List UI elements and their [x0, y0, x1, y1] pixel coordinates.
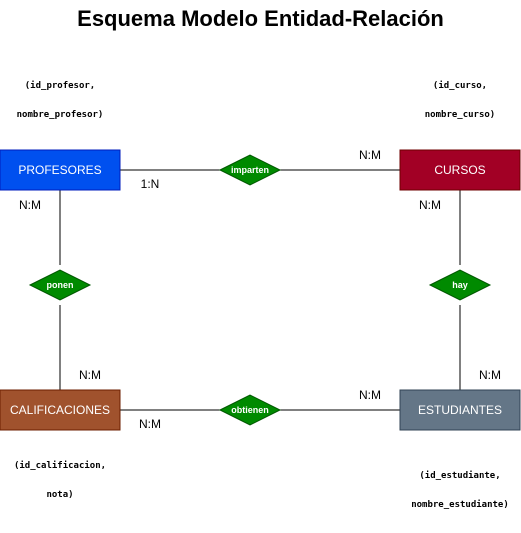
- attributes-estudiantes-line1: (id_estudiante,: [419, 470, 500, 481]
- relation-hay-label: hay: [452, 280, 468, 290]
- entity-calificaciones[interactable]: CALIFICACIONES: [0, 389, 121, 431]
- attributes-calificaciones-line1: (id_calificacion,: [14, 460, 106, 471]
- attributes-calificaciones-line2: nota): [46, 490, 73, 500]
- attributes-cursos-line2: nombre_curso): [425, 110, 495, 120]
- cardinality-hay-bottom: N:M: [479, 368, 501, 382]
- cardinality-obtienen-right: N:M: [359, 388, 381, 402]
- entity-cursos[interactable]: CURSOS: [399, 149, 521, 191]
- relation-obtienen[interactable]: obtienen: [218, 394, 282, 426]
- diagram-title: Esquema Modelo Entidad-Relación: [77, 6, 444, 31]
- cardinality-ponen-top: N:M: [19, 198, 41, 212]
- entity-calificaciones-label: CALIFICACIONES: [10, 403, 110, 417]
- cardinality-hay-top: N:M: [419, 198, 441, 212]
- relation-hay[interactable]: hay: [428, 269, 492, 301]
- entity-profesores-label: PROFESORES: [18, 163, 101, 177]
- relation-ponen-label: ponen: [47, 280, 74, 290]
- relation-obtienen-label: obtienen: [231, 405, 269, 415]
- relation-ponen[interactable]: ponen: [28, 269, 92, 301]
- attributes-profesores-line2: nombre_profesor): [17, 110, 104, 120]
- relation-imparten[interactable]: imparten: [218, 154, 282, 186]
- entity-estudiantes-label: ESTUDIANTES: [418, 403, 502, 417]
- cardinality-imparten-left: 1:N: [141, 177, 160, 191]
- entity-cursos-label: CURSOS: [434, 163, 485, 177]
- attributes-estudiantes-line2: nombre_estudiante): [411, 499, 509, 510]
- attributes-profesores-line1: (id_profesor,: [25, 80, 95, 91]
- entity-profesores[interactable]: PROFESORES: [0, 149, 121, 191]
- attributes-cursos-line1: (id_curso,: [433, 80, 487, 91]
- cardinality-ponen-bottom: N:M: [79, 368, 101, 382]
- cardinality-obtienen-left: N:M: [139, 417, 161, 431]
- cardinality-imparten-right: N:M: [359, 148, 381, 162]
- relation-imparten-label: imparten: [231, 165, 269, 175]
- entity-estudiantes[interactable]: ESTUDIANTES: [399, 389, 521, 431]
